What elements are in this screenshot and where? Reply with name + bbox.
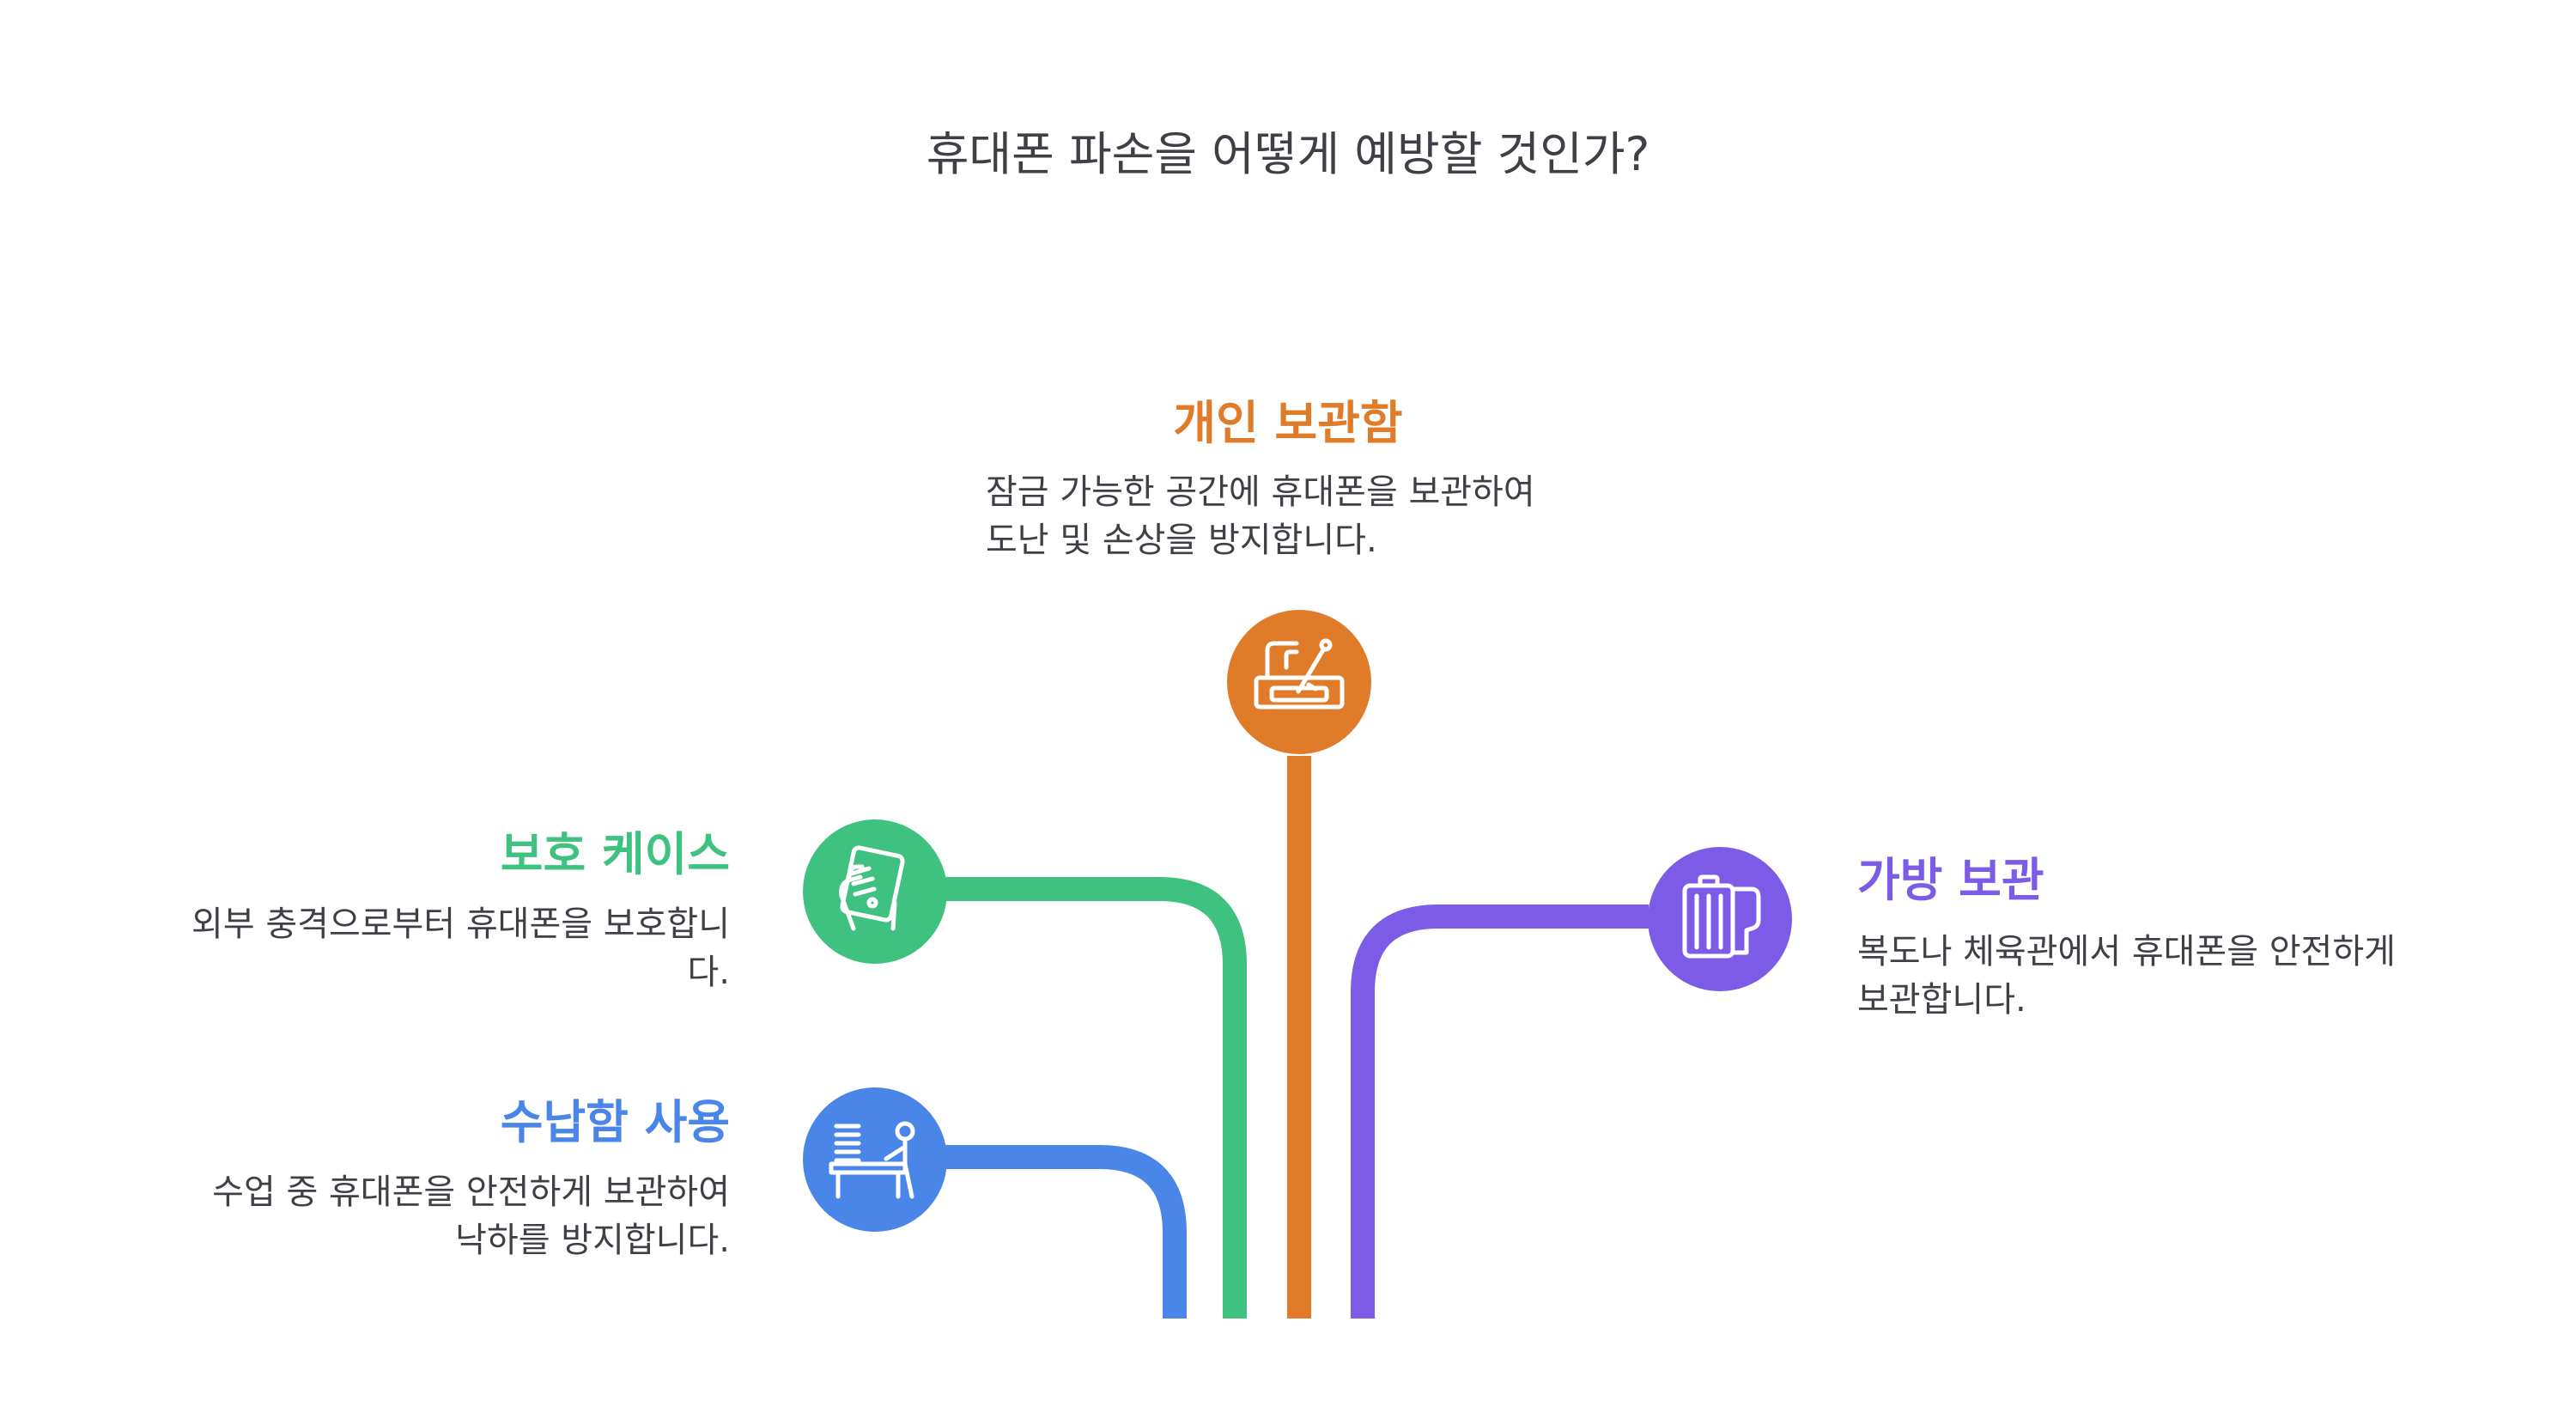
desc-line: 다.: [687, 953, 730, 992]
diagram-title: 휴대폰 파손을 어떻게 예방할 것인가?: [926, 127, 1650, 181]
desc-line: 잠금 가능한 공간에 휴대폰을 보관하여: [986, 472, 1535, 512]
desc-personal-locker: 잠금 가능한 공간에 휴대폰을 보관하여 도난 및 손상을 방지합니다.: [986, 468, 1587, 564]
locker-box-icon: [1254, 638, 1345, 710]
node-protective-case: [803, 819, 947, 964]
desc-line: 보관합니다.: [1857, 980, 2026, 1020]
phone-in-hand-icon: [839, 845, 905, 931]
desc-line: 수업 중 휴대폰을 안전하게 보관하여: [212, 1172, 730, 1212]
node-storage-box: [803, 1087, 947, 1232]
person-at-desk-icon: [829, 1121, 915, 1199]
desc-bag-storage: 복도나 체육관에서 휴대폰을 안전하게 보관합니다.: [1857, 928, 2501, 1024]
desc-line: 낙하를 방지합니다.: [455, 1221, 730, 1260]
desc-line: 복도나 체육관에서 휴대폰을 안전하게: [1857, 932, 2396, 971]
desc-line: 외부 충격으로부터 휴대폰을 보호합니: [191, 904, 730, 944]
node-bag-storage: [1648, 847, 1792, 991]
heading-bag-storage: 가방 보관: [1857, 853, 2044, 907]
desc-protective-case: 외부 충격으로부터 휴대폰을 보호합니 다.: [129, 900, 730, 996]
node-personal-locker: [1227, 610, 1371, 754]
desc-line: 도난 및 손상을 방지합니다.: [986, 521, 1377, 560]
bag-icon: [1682, 874, 1761, 959]
heading-protective-case: 보호 케이스: [500, 827, 730, 881]
connector-bag-storage: [1351, 904, 1649, 1319]
heading-storage-box: 수납함 사용: [500, 1095, 730, 1149]
desc-storage-box: 수업 중 휴대폰을 안전하게 보관하여 낙하를 방지합니다.: [129, 1168, 730, 1264]
connector-protective-case: [945, 877, 1247, 1319]
connector-storage-box: [945, 1145, 1187, 1319]
heading-personal-locker: 개인 보관함: [1173, 396, 1403, 450]
